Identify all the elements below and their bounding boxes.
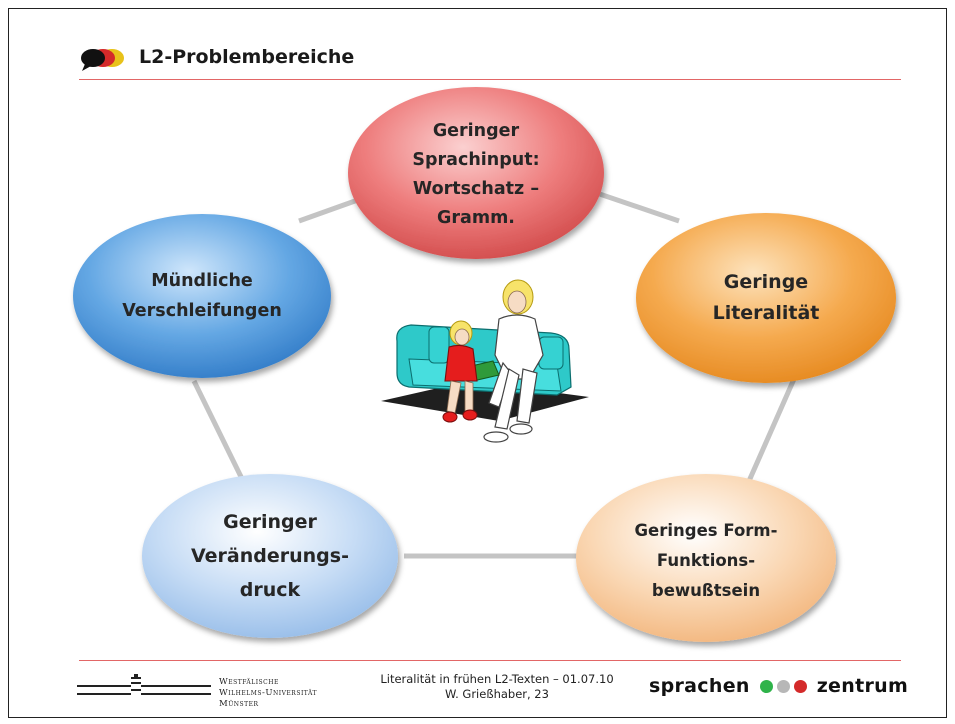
university-line-2: Wilhelms-Universität (219, 688, 317, 698)
node-bottom-left (142, 474, 398, 638)
sprachenzentrum-logo: sprachen zentrum (649, 675, 908, 697)
title-divider (79, 79, 901, 80)
connector-left-bottomleft (191, 379, 250, 491)
node-top-line-4: Gramm. (437, 208, 515, 228)
university-line-3: Münster (219, 699, 259, 709)
node-left-line-1: Mündliche (151, 271, 253, 291)
footer-caption-line-1: Literalität in frühen L2-Texten – 01.07.… (380, 672, 614, 686)
footer-caption: Literalität in frühen L2-Texten – 01.07.… (367, 672, 627, 702)
node-left-line-2: Verschleifungen (122, 301, 282, 321)
pentagon-diagram (73, 87, 896, 642)
node-bottom-left-line-2: Veränderungs- (191, 545, 349, 567)
footer-divider (79, 660, 901, 661)
university-emblem-icon (77, 674, 211, 695)
node-bottom-right (576, 474, 836, 642)
page-title: L2-Problembereiche (139, 46, 355, 68)
node-top (348, 87, 604, 259)
brand-dot-grey (776, 679, 790, 693)
slide: L2-Problembereiche (8, 8, 947, 718)
brand-dot-red (793, 679, 807, 693)
node-bottom-left-line-1: Geringer (223, 511, 317, 533)
brand-word-right: zentrum (816, 675, 909, 697)
footer-caption-line-2: W. Grießhaber, 23 (445, 687, 549, 701)
node-top-line-2: Sprachinput: (412, 150, 540, 170)
node-bottom-right-label: Geringes Form- Funktions- bewußtsein (586, 511, 826, 611)
brand-word-left: sprachen (649, 675, 750, 697)
node-bottom-right-line-1: Geringes Form- (634, 521, 778, 540)
speech-bubbles-icon (81, 49, 124, 71)
node-right-line-2: Literalität (712, 302, 820, 324)
university-name: Westfälische Wilhelms-Universität Münste… (219, 677, 317, 710)
node-right (636, 213, 896, 383)
brand-dot-green (759, 679, 773, 693)
connector-right-bottomright (746, 377, 797, 483)
node-top-line-1: Geringer (432, 121, 520, 141)
node-bottom-left-line-3: druck (239, 579, 301, 601)
node-bottom-right-line-2: Funktions- (656, 551, 756, 570)
brand-dots-icon (759, 679, 807, 693)
node-top-line-3: Wortschatz – (412, 179, 540, 199)
mother-reading-to-child-illustration (381, 279, 589, 443)
node-left-label: Mündliche Verschleifungen (82, 256, 322, 336)
connector-lines (191, 184, 797, 559)
node-bottom-left-label: Geringer Veränderungs- druck (150, 501, 390, 611)
university-line-1: Westfälische (219, 677, 279, 687)
node-bottom-right-line-3: bewußtsein (651, 581, 761, 600)
node-right-label: Geringe Literalität (646, 258, 886, 338)
node-right-line-1: Geringe (723, 271, 809, 293)
node-top-label: Geringer Sprachinput: Wortschatz – Gramm… (356, 101, 596, 249)
node-left (73, 214, 331, 378)
university-logo: Westfälische Wilhelms-Universität Münste… (77, 673, 347, 713)
